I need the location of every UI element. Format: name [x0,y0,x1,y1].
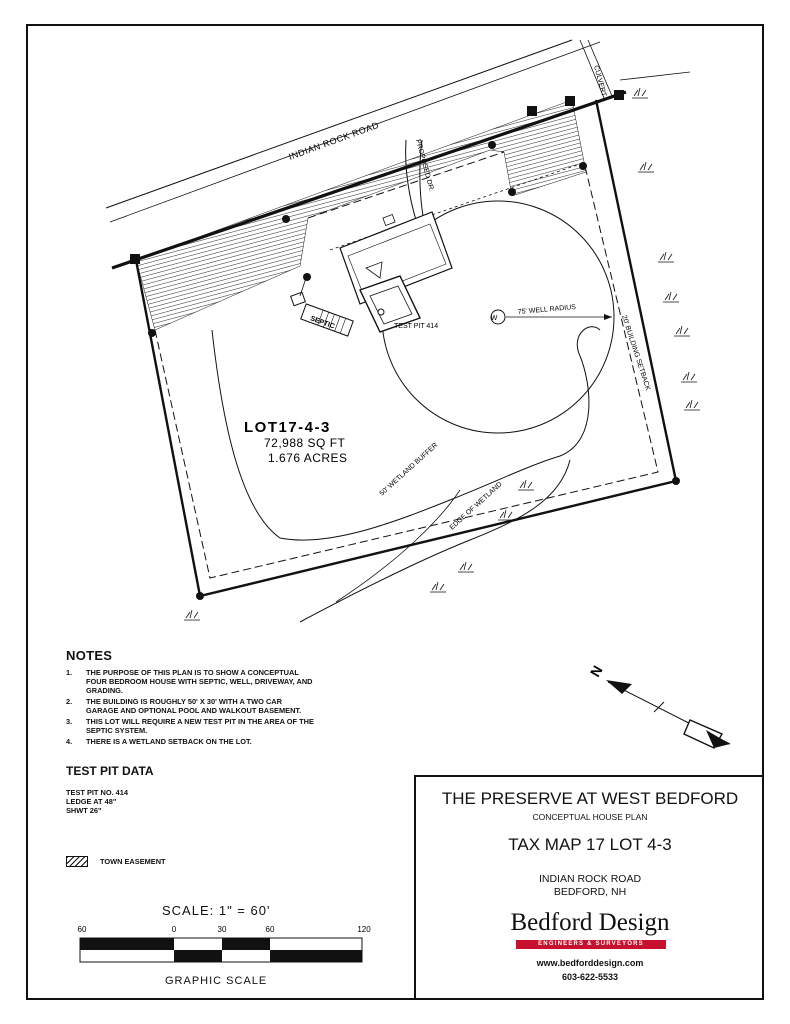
lot-corner [148,329,156,337]
monument-marker [527,106,537,116]
legend: TOWN EASEMENT [66,854,166,868]
road-edge-upper-2 [109,41,601,223]
wetland-buffer-label: 50' WETLAND BUFFER [379,442,440,498]
site-road: INDIAN ROCK ROAD [538,873,642,885]
monument-marker [130,254,140,264]
wetland-symbols [184,87,700,621]
grade-point [282,215,290,223]
lot-boundary [134,99,678,598]
lot-area-acres: 1.676 ACRES [268,451,348,465]
lot-id: LOT17-4-3 [244,419,331,436]
firm-website: www.bedforddesign.com [536,958,644,968]
scale-tick-label: 120 [357,925,371,934]
wetland-buffer-line [211,326,601,541]
grade-point [508,188,516,196]
lot-area-sqft: 72,988 SQ FT [264,436,346,450]
scale-tick-label: 60 [78,925,87,934]
notes-title: NOTES [66,648,113,663]
firm-tagline: ENGINEERS & SURVEYORS [516,940,666,949]
tax-map-label: TAX MAP 17 LOT 4-3 [508,835,672,854]
culvert-line [579,39,605,99]
scale-tick-label: 0 [172,925,177,934]
project-title: THE PRESERVE AT WEST BEDFORD [441,789,739,808]
plan-subtitle: CONCEPTUAL HOUSE PLAN [532,812,648,822]
drawing-frame [26,24,764,1000]
legend-label: TOWN EASEMENT [100,856,166,866]
wetland-edge-line [299,459,571,623]
building-setback-line [154,161,659,579]
culvert-label: CULVERT [592,65,607,98]
note-item: 3.THIS LOT WILL REQUIRE A NEW TEST PIT I… [66,717,314,735]
well-icon [490,309,506,325]
title-block: THE PRESERVE AT WEST BEDFORD CONCEPTUAL … [414,775,764,1000]
lot-corner [196,592,204,600]
firm-logo: Bedford Design [510,909,670,936]
monument-marker [614,90,624,100]
easement-hatch-swatch [66,855,88,867]
road-edge-east [619,71,691,81]
grade-point [303,273,311,281]
north-arrow: N [587,663,731,749]
well-symbol: W [491,315,498,322]
test-pit-data: TEST PIT NO. 414 LEDGE AT 48" SHWT 26" [66,788,129,815]
test-pit-marker [377,308,385,316]
note-item: 4.THERE IS A WETLAND SETBACK ON THE LOT. [66,737,252,746]
road-edge-upper [105,39,573,209]
septic-system [290,277,354,337]
well-radius-label: 75' WELL RADIUS [518,304,577,316]
house-footprint [339,211,453,333]
firm-phone: 603-622-5533 [561,972,619,982]
scale-tick-label: 60 [266,925,275,934]
town-easement [135,99,587,331]
site-town: BEDFORD, NH [553,886,627,898]
monument-marker [565,96,575,106]
test-pit-label: TEST PIT 414 [394,323,438,330]
setback-front [307,151,505,219]
note-item: 2.THE BUILDING IS ROUGHLY 50' X 30' WITH… [66,697,302,715]
scale-text: SCALE: 1" = 60' [162,903,271,918]
lot-corner [672,477,680,485]
grade-point [579,162,587,170]
graphic-scale-bar: 60 0 30 60 120 [78,925,371,963]
scale-tick-label: 30 [218,925,227,934]
notes-list: 1.THE PURPOSE OF THIS PLAN IS TO SHOW A … [66,668,316,748]
scale-caption: GRAPHIC SCALE [165,975,268,987]
test-pit-title: TEST PIT DATA [66,764,154,778]
north-label: N [587,663,606,680]
front-lot-line [111,90,627,270]
grade-point [488,141,496,149]
note-item: 1.THE PURPOSE OF THIS PLAN IS TO SHOW A … [66,668,313,695]
